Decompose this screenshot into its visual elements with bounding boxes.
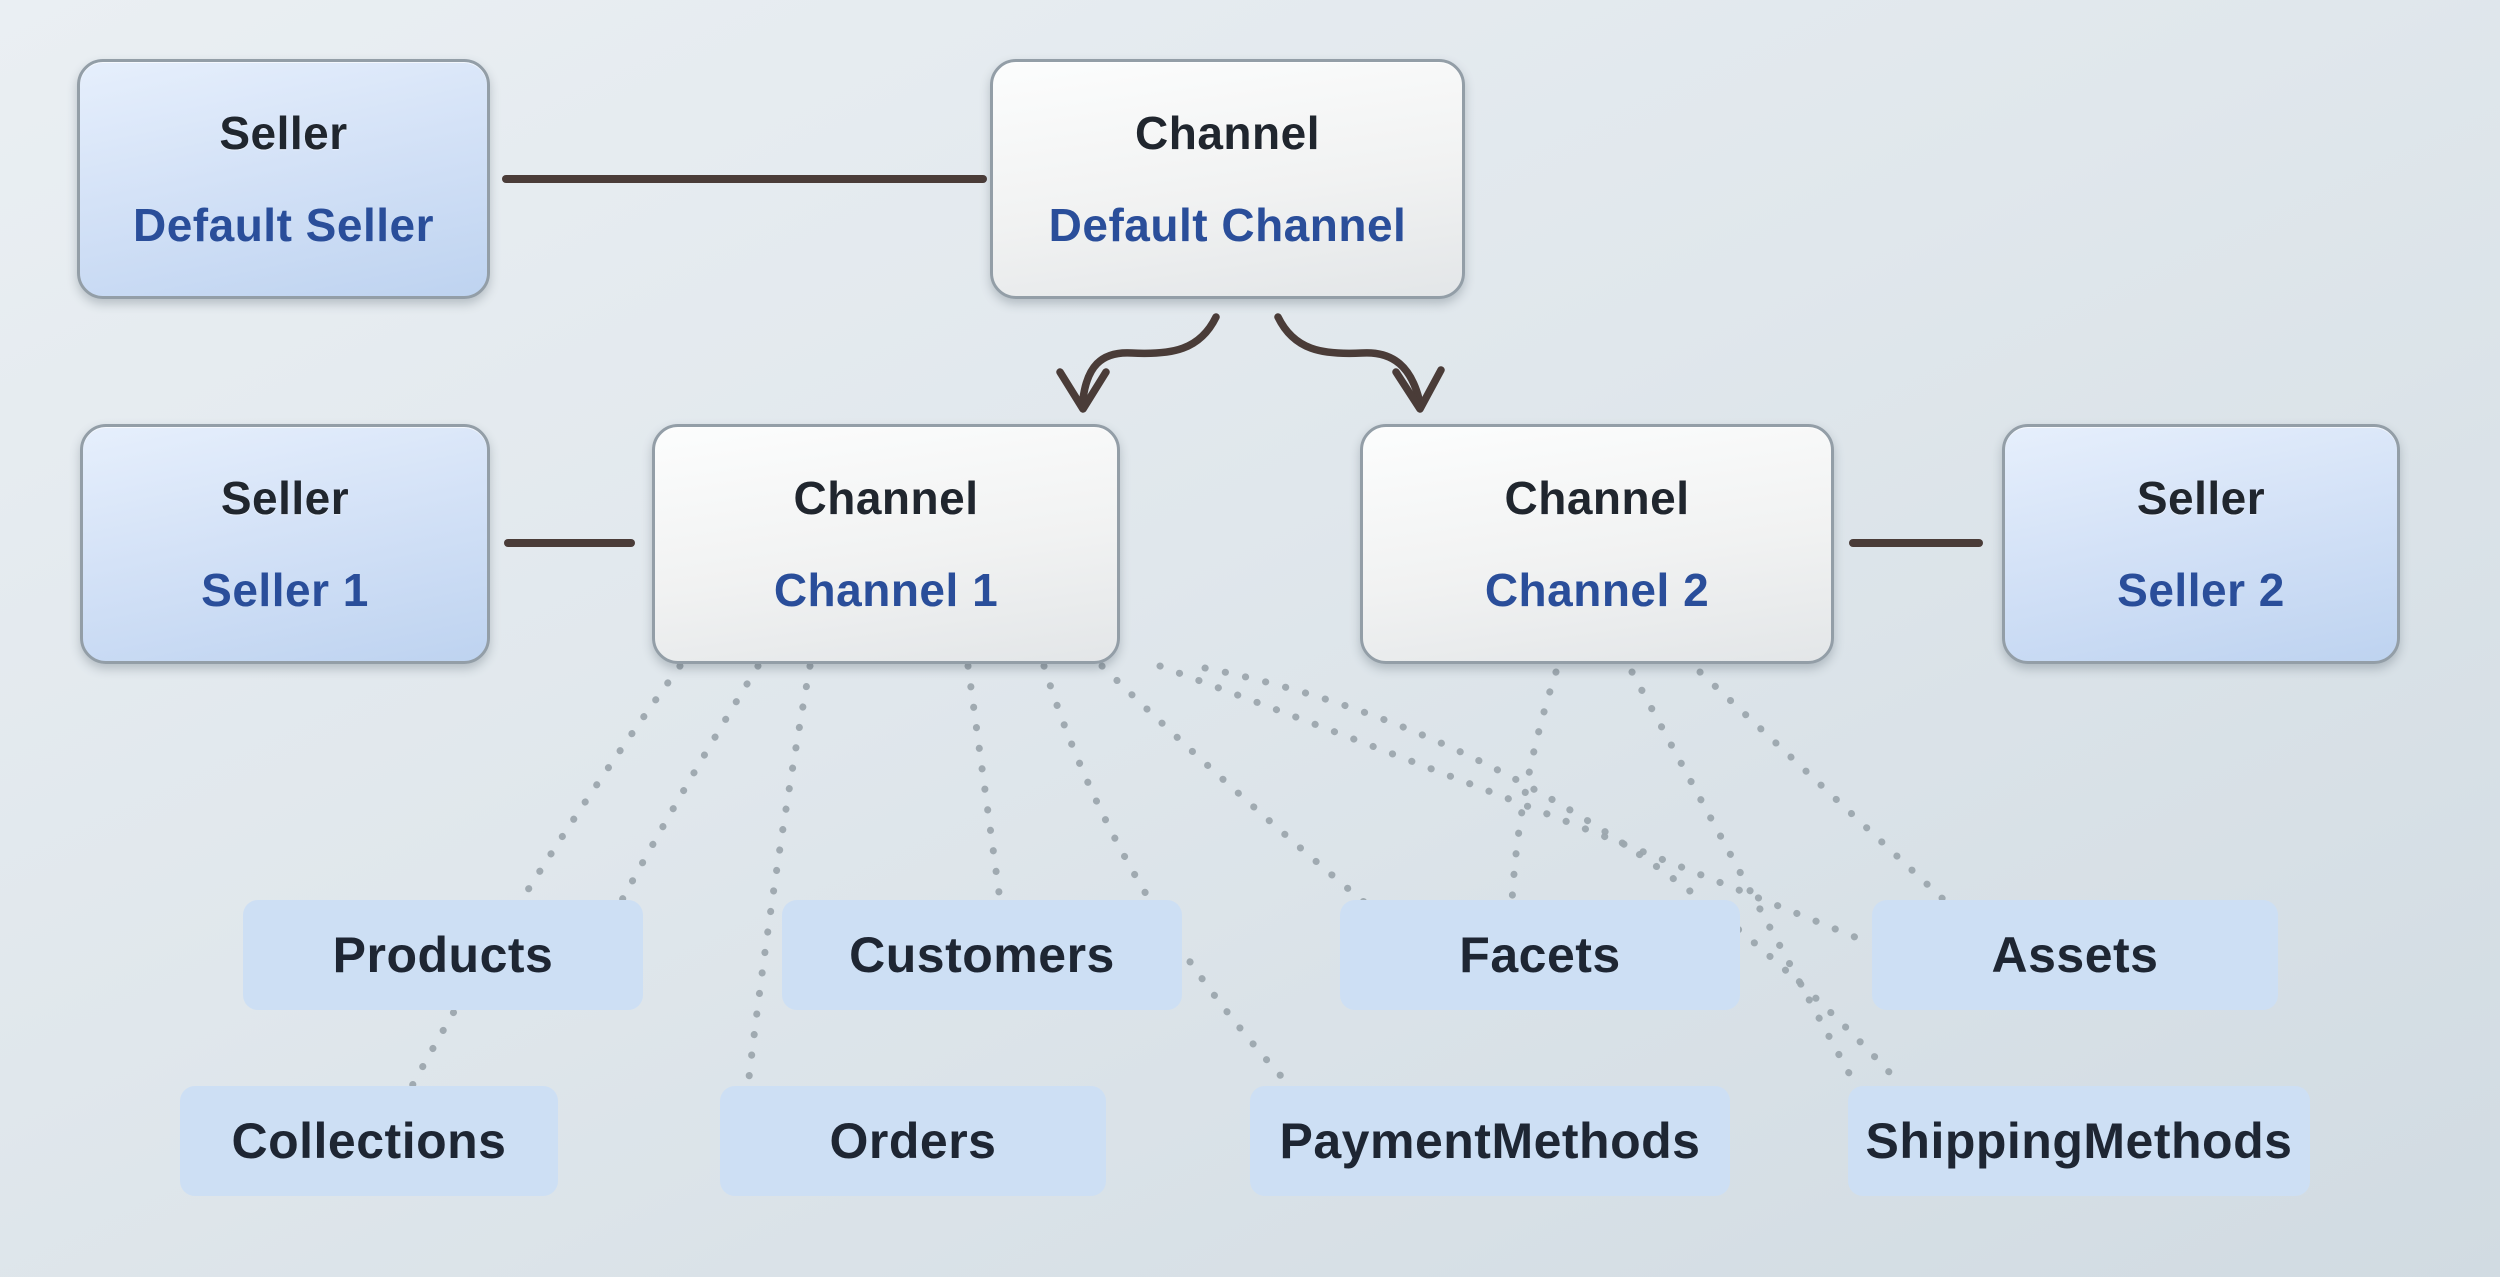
entity-label: Collections [231,1113,507,1169]
dotted-link-channel-2-facets [1508,668,1560,906]
entity-label: Facets [1459,927,1621,983]
dotted-link-channel-1-orders [744,662,814,1090]
entity-collections: Collections [180,1086,558,1196]
arrowhead-icon [1392,366,1445,413]
node-default-seller: Seller Default Seller [77,59,490,299]
node-channel-1: Channel Channel 1 [652,424,1120,664]
node-default-channel: Channel Default Channel [990,59,1465,299]
arrow-curve [1274,313,1423,403]
entity-facets: Facets [1340,900,1740,1010]
dotted-link-channel-1-customers [964,662,1004,904]
entity-label: Customers [849,927,1115,983]
entity-label: Products [332,927,554,983]
node-seller-1: Seller Seller 1 [80,424,490,664]
node-subtitle: Seller 2 [2117,564,2285,616]
arrow-default-channel-to-channel-2 [1274,313,1445,413]
node-subtitle: Channel 2 [1484,564,1710,616]
node-title: Channel [1135,107,1320,159]
node-channel-2: Channel Channel 2 [1360,424,1834,664]
dotted-link-channel-2-shipping-methods [1628,668,1860,1090]
entity-label: Orders [829,1113,997,1169]
dotted-link-channel-1-payment-methods [1040,662,1294,1090]
arrow-curve [1079,313,1220,403]
entity-products: Products [243,900,643,1010]
node-subtitle: Default Seller [133,199,434,251]
entity-assets: Assets [1872,900,2278,1010]
channel-entity-links [408,662,1948,1090]
node-subtitle: Seller 1 [201,564,369,616]
arrowhead-icon [1056,368,1110,413]
node-subtitle: Channel 1 [773,564,999,616]
node-seller-2: Seller Seller 2 [2002,424,2400,664]
node-title: Seller [2136,472,2266,524]
dotted-link-channel-1-collections [408,662,684,1090]
arrow-default-channel-to-channel-1 [1056,313,1220,413]
node-subtitle: Default Channel [1048,199,1407,251]
node-title: Channel [793,472,979,524]
entity-label: PaymentMethods [1279,1113,1701,1169]
entity-customers: Customers [782,900,1182,1010]
dotted-link-channel-2-assets [1696,668,1948,904]
node-title: Seller [219,107,348,159]
entity-orders: Orders [720,1086,1106,1196]
entity-payment-methods: PaymentMethods [1250,1086,1730,1196]
node-title: Channel [1504,472,1690,524]
entity-shipping-methods: ShippingMethods [1848,1086,2310,1196]
entity-label: Assets [1991,927,2159,983]
entity-label: ShippingMethods [1865,1113,2293,1169]
dotted-link-channel-1-shipping-methods [1201,664,1906,1090]
node-title: Seller [220,472,350,524]
dotted-link-channel-1-products [618,662,762,904]
